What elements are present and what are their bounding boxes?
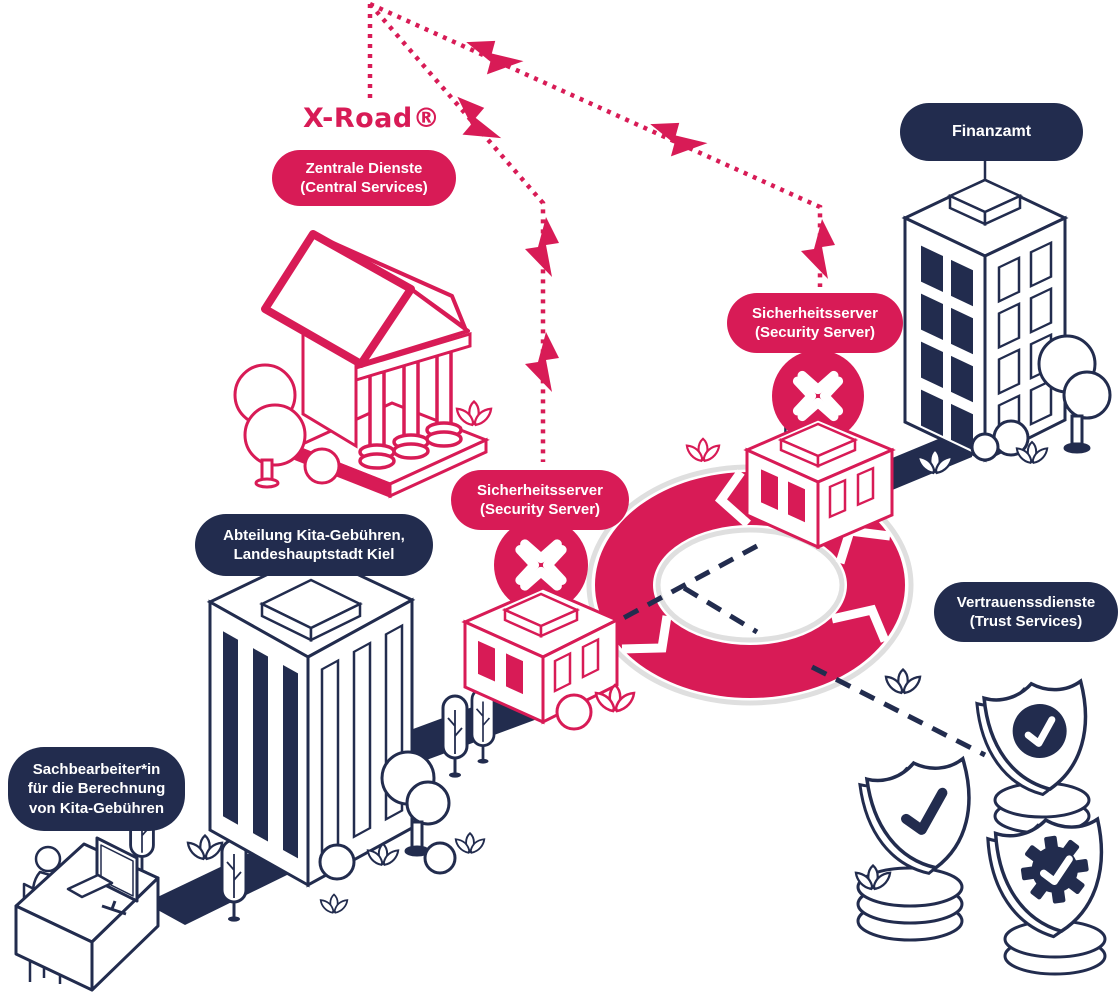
badge-line: Zentrale Dienste	[305, 159, 423, 177]
badge-line: Sicherheitsserver	[477, 481, 603, 499]
central-services-building	[233, 230, 493, 499]
finanzamt-tree	[1037, 334, 1112, 454]
lotus-icon	[455, 400, 493, 427]
lotus-icon	[454, 832, 486, 854]
server-windows-right	[828, 466, 875, 519]
lightning-icon	[441, 88, 507, 156]
security-server-right-badge: Sicherheitsserver (Security Server)	[727, 293, 903, 353]
x-road-logo-circle	[772, 350, 864, 442]
lotus-icon	[319, 893, 349, 914]
bush	[423, 841, 457, 875]
security-server-left-badge: Sicherheitsserver (Security Server)	[451, 470, 629, 530]
lightning-icon	[801, 219, 835, 279]
bush	[318, 843, 356, 881]
lotus-icon	[884, 668, 922, 695]
lotus-icon	[685, 437, 721, 462]
badge-line: Sachbearbeiter*in	[32, 761, 161, 779]
tree	[441, 694, 469, 780]
trust-services-badge: Vertrauenssdienste (Trust Services)	[934, 582, 1118, 642]
central-services-links	[367, 1, 823, 462]
server-windows-left	[761, 469, 805, 523]
clerk-desk-scene	[14, 836, 160, 992]
checkmark-icon	[901, 787, 948, 835]
dashed-line-branch	[682, 585, 759, 635]
dashed-line-trust	[810, 664, 987, 758]
security-server-right	[743, 350, 896, 550]
temple-tree	[233, 363, 307, 489]
security-server-left	[461, 437, 721, 731]
kita-department-badge: Abteilung Kita-Gebühren, Landeshauptstad…	[195, 514, 433, 576]
central-services-badge: Zentrale Dienste (Central Services)	[272, 150, 456, 206]
lightning-icon	[457, 30, 527, 86]
badge-line: von Kita-Gebühren	[28, 799, 164, 817]
kiel-windows-left	[223, 631, 298, 859]
badge-line: (Security Server)	[479, 501, 601, 518]
keyboard	[66, 873, 114, 899]
finanzamt-building	[901, 160, 1112, 475]
xroad-title: X-Road®	[303, 103, 441, 134]
tree	[220, 838, 248, 924]
dotted-line-left-server	[368, 2, 546, 462]
kiel-building	[186, 551, 486, 914]
x-road-logo-circle	[494, 518, 588, 612]
shield-gear-check	[984, 811, 1115, 976]
badge-line: Finanzamt	[951, 122, 1032, 140]
finanzamt-windows-right	[997, 240, 1053, 442]
lightning-icon	[641, 112, 711, 168]
badge-line: Abteilung Kita-Gebühren,	[223, 526, 405, 544]
badge-line: Landeshauptstadt Kiel	[233, 546, 395, 563]
lightning-icon	[525, 217, 559, 277]
finanzamt-badge: Finanzamt	[900, 103, 1083, 161]
dashed-links	[614, 543, 987, 758]
lotus-icon	[186, 834, 224, 861]
badge-line: Vertrauenssdienste	[956, 593, 1096, 611]
badge-line: (Trust Services)	[969, 613, 1083, 630]
gear-icon	[1020, 835, 1089, 904]
badge-line: (Central Services)	[300, 179, 428, 196]
badge-line: für die Berechnung	[27, 780, 166, 798]
dotted-line-right-server	[369, 1, 823, 287]
shield-circle-check	[973, 673, 1101, 835]
badge-line: Sicherheitsserver	[752, 304, 878, 322]
trust-services-shields	[854, 668, 1115, 976]
badge-line: (Security Server)	[754, 324, 876, 341]
bush	[555, 693, 593, 731]
finanzamt-windows-left	[921, 245, 973, 451]
kiel-windows-right	[320, 623, 404, 857]
shield-check	[856, 751, 987, 942]
server-windows-right	[553, 637, 600, 693]
server-windows-left	[478, 640, 523, 695]
clerk-badge: Sachbearbeiter*in für die Berechnung von…	[8, 747, 185, 831]
temple-columns	[358, 350, 463, 470]
bush	[303, 447, 341, 485]
bush	[970, 432, 1000, 462]
